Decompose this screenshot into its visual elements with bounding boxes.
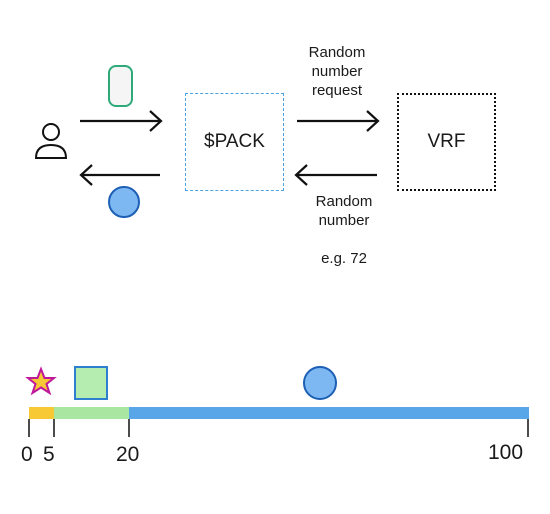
circle-marker	[303, 366, 337, 400]
response-label: Random number	[294, 192, 394, 230]
example-value: e.g. 72	[321, 250, 367, 267]
arrow-user-to-pack	[80, 110, 163, 132]
star-marker	[25, 366, 57, 396]
scale-ticks	[28, 419, 529, 437]
request-label-line-3: request	[311, 82, 363, 99]
pack-contract-box: $PACK	[185, 93, 284, 191]
segment-5-20	[54, 407, 129, 419]
tick-label-100: 100	[488, 441, 524, 464]
segment-20-100	[129, 407, 529, 419]
tick-label-20: 20	[116, 443, 140, 466]
segment-0-5	[29, 407, 54, 419]
pack-contract-label: $PACK	[204, 131, 265, 152]
pack-token-icon	[108, 65, 133, 107]
arrow-vrf-to-pack	[294, 164, 377, 186]
square-marker	[74, 366, 108, 400]
tick-label-5: 5	[43, 443, 55, 466]
tick-label-0: 0	[21, 443, 33, 466]
response-label-line-2: number	[318, 212, 370, 229]
user-icon	[34, 123, 68, 159]
request-label-line-2: number	[311, 63, 363, 80]
request-label-line-1: Random	[308, 44, 366, 61]
circle-reward-icon	[108, 186, 140, 218]
arrow-pack-to-vrf	[297, 110, 380, 132]
arrow-pack-to-user	[79, 164, 160, 186]
response-label-line-1: Random	[315, 193, 373, 210]
request-label: Random number request	[287, 43, 387, 100]
vrf-label: VRF	[427, 131, 466, 152]
vrf-box: VRF	[397, 93, 496, 191]
